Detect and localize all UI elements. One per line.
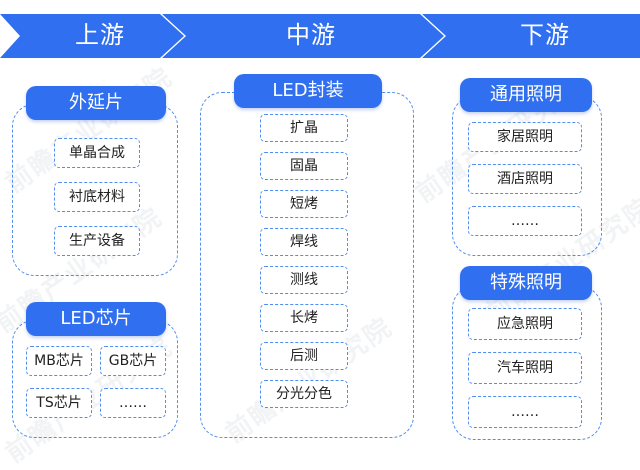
packaging-step: 焊线 xyxy=(260,228,348,256)
chip-item: …… xyxy=(100,388,166,418)
special-lighting-item: 应急照明 xyxy=(468,308,582,340)
chip-title: LED芯片 xyxy=(26,302,166,336)
chip-group xyxy=(12,320,178,438)
epitaxy-item: 衬底材料 xyxy=(54,182,140,212)
epitaxy-item: 单晶合成 xyxy=(54,138,140,168)
packaging-step: 分光分色 xyxy=(260,380,348,408)
downstream-chevron xyxy=(422,14,640,58)
upstream-chevron xyxy=(0,14,184,58)
packaging-step: 扩晶 xyxy=(260,114,348,142)
stage-banner: 上游 中游 下游 xyxy=(0,0,640,70)
general-lighting-title: 通用照明 xyxy=(460,78,592,112)
packaging-step: 测线 xyxy=(260,266,348,294)
chip-item: TS芯片 xyxy=(26,388,92,418)
special-lighting-item: …… xyxy=(468,396,582,428)
stage-chevrons xyxy=(0,14,640,58)
chip-item: MB芯片 xyxy=(26,346,92,376)
epitaxy-item: 生产设备 xyxy=(54,226,140,256)
special-lighting-title: 特殊照明 xyxy=(460,266,592,300)
midstream-chevron xyxy=(162,14,444,58)
packaging-step: 长烤 xyxy=(260,304,348,332)
general-lighting-item: 酒店照明 xyxy=(468,164,582,194)
packaging-step: 后测 xyxy=(260,342,348,370)
packaging-step: 短烤 xyxy=(260,190,348,218)
general-lighting-item: …… xyxy=(468,206,582,236)
special-lighting-item: 汽车照明 xyxy=(468,352,582,384)
general-lighting-item: 家居照明 xyxy=(468,122,582,152)
chip-item: GB芯片 xyxy=(100,346,166,376)
stage-midstream-label: 中游 xyxy=(286,21,336,49)
packaging-step: 固晶 xyxy=(260,152,348,180)
epitaxy-title: 外延片 xyxy=(26,86,166,120)
stage-downstream-label: 下游 xyxy=(520,21,570,49)
packaging-title: LED封装 xyxy=(234,74,382,108)
stage-upstream-label: 上游 xyxy=(75,21,125,49)
